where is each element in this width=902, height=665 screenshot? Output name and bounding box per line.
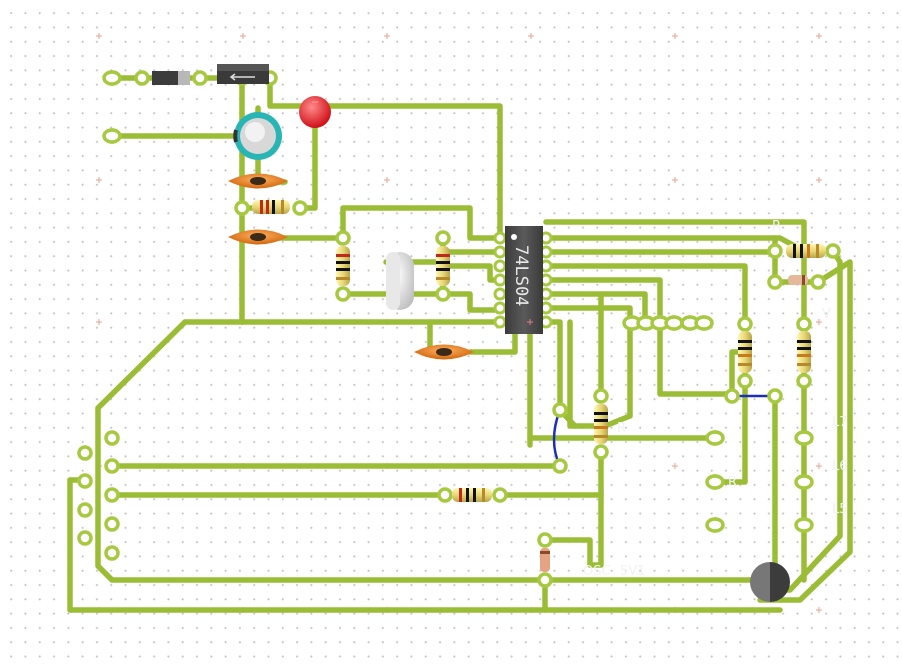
solder-pad — [767, 274, 783, 290]
solder-pad — [737, 373, 753, 389]
solder-pad — [134, 70, 150, 86]
solder-pad — [767, 388, 783, 404]
solder-pad — [767, 243, 783, 259]
ceramic-capacitor-c2 — [228, 229, 288, 245]
oval-pad — [794, 474, 814, 490]
resistor-r3 — [786, 244, 826, 258]
solder-pad — [825, 243, 841, 259]
solder-pad — [593, 444, 609, 460]
solder-pad — [437, 487, 453, 503]
solder-pad — [77, 530, 93, 546]
solder-pad — [552, 402, 568, 418]
resistor-r1 — [252, 200, 290, 214]
ic-pin — [493, 273, 507, 287]
solder-pad — [104, 516, 120, 532]
ic-74ls04: 74LS04 — [505, 226, 543, 334]
solder-pad — [435, 286, 451, 302]
solder-pad — [104, 430, 120, 446]
label-t-a: R — [617, 421, 626, 436]
label-l5: L5 — [832, 502, 848, 517]
solder-pad — [796, 373, 812, 389]
solder-pad — [77, 473, 93, 489]
solder-pad — [435, 230, 451, 246]
label-l7: L7 — [832, 415, 848, 430]
jumper-wires — [552, 394, 775, 467]
resistor-r2 — [452, 488, 492, 502]
ic-pin — [493, 231, 507, 245]
oval-pad — [705, 474, 725, 490]
led — [299, 96, 331, 128]
oval-pad — [794, 517, 814, 533]
solder-pad — [537, 572, 553, 588]
solder-pad — [292, 200, 308, 216]
solder-pads — [77, 70, 841, 588]
label-u: V — [822, 307, 831, 322]
ic-pin — [493, 301, 507, 315]
label-5v1: 5V1 — [620, 564, 645, 579]
electrolytic-capacitor — [233, 112, 282, 160]
solder-pad — [335, 286, 351, 302]
label-r-b: R — [772, 219, 781, 234]
solder-pad — [552, 458, 568, 474]
solder-pad — [104, 545, 120, 561]
voltage-regulator — [217, 64, 269, 84]
diode-d2 — [788, 275, 808, 285]
resistor-r4 — [336, 246, 350, 286]
solder-pad — [234, 200, 250, 216]
solder-pad — [492, 487, 508, 503]
ic-pin — [493, 245, 507, 259]
solder-pad — [593, 388, 609, 404]
solder-pad — [810, 274, 826, 290]
oval-pad — [664, 315, 684, 331]
ic-pin — [493, 315, 507, 329]
solder-pad — [724, 388, 740, 404]
solder-pad — [104, 458, 120, 474]
resistor-r5 — [436, 246, 450, 286]
solder-pad — [737, 316, 753, 332]
solder-pad — [104, 487, 120, 503]
diode-d1 — [152, 71, 190, 85]
label-osc: OSC — [583, 564, 611, 579]
oval-pad — [102, 70, 122, 86]
ic-label: 74LS04 — [511, 245, 531, 306]
transistor — [750, 562, 790, 602]
diode-d3 — [540, 548, 550, 572]
oval-pad — [705, 430, 725, 446]
resistor-r8 — [797, 331, 811, 373]
oval-pad — [694, 315, 714, 331]
ic-pin — [493, 287, 507, 301]
solder-pad — [192, 70, 208, 86]
copper-traces — [67, 75, 853, 613]
solder-pad — [796, 316, 812, 332]
ceramic-capacitor-c3 — [414, 344, 474, 360]
solder-pad — [537, 532, 553, 548]
label-l6: L6 — [832, 459, 848, 474]
oval-pad — [794, 430, 814, 446]
crystal-oscillator — [386, 252, 414, 310]
silkscreen-labels: R V OSC 5V1 L7 L6 L5 R R — [583, 219, 848, 579]
solder-pad — [77, 445, 93, 461]
ic-pin — [493, 259, 507, 273]
ceramic-capacitor-c1 — [228, 173, 288, 189]
oval-pad — [705, 517, 725, 533]
label-t-b: R — [728, 475, 737, 490]
solder-pad — [77, 502, 93, 518]
resistor-r7 — [738, 331, 752, 373]
solder-pad — [335, 230, 351, 246]
oval-pad — [102, 128, 122, 144]
resistor-r6 — [594, 404, 608, 444]
